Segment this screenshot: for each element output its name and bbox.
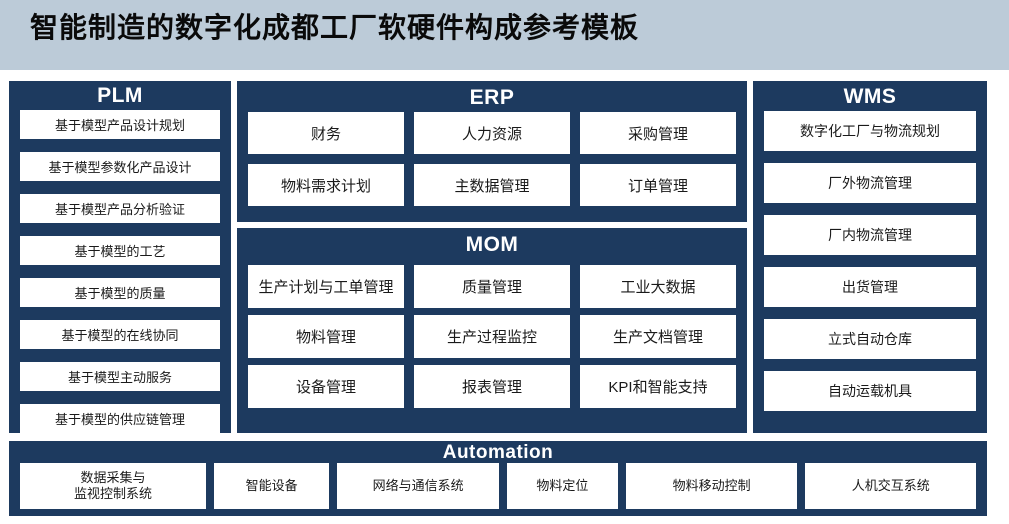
automation-item-box: 物料定位 (506, 463, 618, 509)
plm-box-list: 基于模型产品设计规划 基于模型参数化产品设计 基于模型产品分析验证 基于模型的工… (20, 110, 220, 433)
mom-item-box: 物料管理 (248, 315, 404, 358)
mom-item-box: 生产过程监控 (414, 315, 570, 358)
mom-item-box: 报表管理 (414, 365, 570, 408)
panel-mom: MOM 生产计划与工单管理 质量管理 工业大数据 物料管理 生产过程监控 生产文… (237, 228, 747, 433)
automation-item-box: 人机交互系统 (805, 463, 977, 509)
automation-item-box: 物料移动控制 (625, 463, 798, 509)
panel-plm: PLM 基于模型产品设计规划 基于模型参数化产品设计 基于模型产品分析验证 基于… (9, 81, 231, 433)
mom-item-box: 生产文档管理 (580, 315, 736, 358)
wms-item-box: 厂外物流管理 (764, 163, 976, 203)
mom-box-grid: 生产计划与工单管理 质量管理 工业大数据 物料管理 生产过程监控 生产文档管理 … (248, 265, 736, 408)
wms-item-box: 出货管理 (764, 267, 976, 307)
erp-item-box: 财务 (248, 112, 404, 154)
page-title: 智能制造的数字化成都工厂软硬件构成参考模板 (30, 12, 640, 43)
erp-item-box: 物料需求计划 (248, 164, 404, 206)
erp-item-box: 订单管理 (580, 164, 736, 206)
plm-item-box: 基于模型产品设计规划 (20, 110, 220, 139)
wms-box-list: 数字化工厂与物流规划 厂外物流管理 厂内物流管理 出货管理 立式自动仓库 自动运… (764, 111, 976, 411)
plm-item-box: 基于模型参数化产品设计 (20, 152, 220, 181)
mom-item-box: 生产计划与工单管理 (248, 265, 404, 308)
panel-erp: ERP 财务 人力资源 采购管理 物料需求计划 主数据管理 订单管理 (237, 81, 747, 222)
wms-item-box: 厂内物流管理 (764, 215, 976, 255)
mom-item-box: KPI和智能支持 (580, 365, 736, 408)
automation-box-row: 数据采集与 监视控制系统 智能设备 网络与通信系统 物料定位 物料移动控制 人机… (20, 463, 977, 509)
panel-wms: WMS 数字化工厂与物流规划 厂外物流管理 厂内物流管理 出货管理 立式自动仓库… (753, 81, 987, 433)
panel-wms-title: WMS (843, 85, 897, 108)
erp-box-grid: 财务 人力资源 采购管理 物料需求计划 主数据管理 订单管理 (248, 112, 736, 206)
erp-item-box: 主数据管理 (414, 164, 570, 206)
plm-item-box: 基于模型产品分析验证 (20, 194, 220, 223)
automation-item-box: 网络与通信系统 (337, 463, 499, 509)
automation-item-box: 智能设备 (214, 463, 330, 509)
erp-item-box: 人力资源 (414, 112, 570, 154)
mom-item-box: 设备管理 (248, 365, 404, 408)
plm-item-box: 基于模型的质量 (20, 278, 220, 307)
mom-item-box: 质量管理 (414, 265, 570, 308)
panel-erp-title: ERP (469, 86, 515, 109)
title-bar: 智能制造的数字化成都工厂软硬件构成参考模板 (0, 0, 1009, 70)
wms-item-box: 自动运载机具 (764, 371, 976, 411)
mom-item-box: 工业大数据 (580, 265, 736, 308)
panel-automation-title: Automation (442, 442, 554, 463)
plm-item-box: 基于模型的在线协同 (20, 320, 220, 349)
panel-mom-title: MOM (465, 233, 519, 256)
automation-item-box: 数据采集与 监视控制系统 (20, 463, 207, 509)
erp-item-box: 采购管理 (580, 112, 736, 154)
panel-automation: Automation 数据采集与 监视控制系统 智能设备 网络与通信系统 物料定… (9, 441, 987, 516)
wms-item-box: 数字化工厂与物流规划 (764, 111, 976, 151)
panel-plm-title: PLM (97, 84, 143, 107)
plm-item-box: 基于模型的工艺 (20, 236, 220, 265)
plm-item-box: 基于模型主动服务 (20, 362, 220, 391)
plm-item-box: 基于模型的供应链管理 (20, 404, 220, 433)
wms-item-box: 立式自动仓库 (764, 319, 976, 359)
